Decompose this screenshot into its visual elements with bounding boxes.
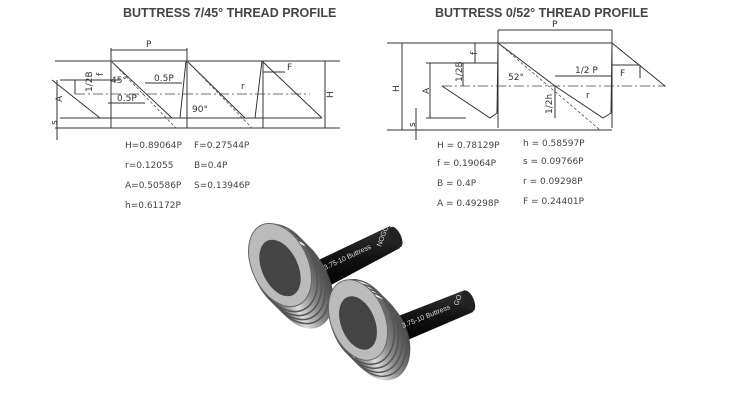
formula: B=0.4P	[194, 161, 228, 171]
left-label-r: r	[241, 82, 245, 92]
formula: f = 0.19064P	[437, 159, 497, 169]
right-formulas: H = 0.78129P h = 0.58597P f = 0.19064P s…	[437, 139, 585, 209]
left-label-f: f	[96, 72, 106, 76]
left-label-F: F	[287, 63, 292, 73]
formula: F = 0.24401P	[523, 197, 585, 207]
right-label-r: r	[586, 91, 590, 101]
right-label-F: F	[620, 69, 625, 79]
right-label-f: f	[470, 51, 480, 55]
right-profile-drawing: P 1/2 P F r 52° H A 1/2B f 1/2h s	[387, 20, 666, 140]
gauge-tag: GO	[453, 294, 463, 307]
right-label-half-p: 1/2 P	[575, 66, 598, 76]
right-label-half-h: 1/2h	[545, 94, 555, 114]
left-label-half-b: 1/2B	[85, 71, 95, 92]
right-label-a: A	[422, 87, 432, 94]
formula: r = 0.09298P	[523, 177, 583, 187]
right-label-s: s	[408, 122, 418, 127]
right-label-half-b: 1/2B	[455, 61, 465, 82]
left-label-s: s	[50, 120, 60, 125]
formula: B = 0.4P	[437, 179, 477, 189]
formula: h=0.61172P	[125, 201, 181, 211]
right-profile-title: BUTTRESS 0/52° THREAD PROFILE	[435, 6, 648, 20]
left-label-0-5p-bottom: 0.5P	[117, 94, 137, 104]
left-formulas: H=0.89064P F=0.27544P r=0.12055 B=0.4P A…	[125, 141, 250, 211]
right-label-h: H	[392, 85, 402, 92]
formula: A = 0.49298P	[437, 199, 500, 209]
formula: s = 0.09766P	[523, 157, 584, 167]
right-thread-profile: BUTTRESS 0/52° THREAD PROFILE P 1/2	[387, 6, 666, 209]
left-thread-profile: BUTTRESS 7/45° THREAD PROFILE P	[50, 6, 340, 211]
formula: H = 0.78129P	[437, 141, 500, 151]
left-label-45: 45°	[111, 76, 127, 86]
formula: A=0.50586P	[125, 181, 182, 191]
left-label-90: 90°	[192, 105, 208, 115]
formula: H=0.89064P	[125, 141, 183, 151]
left-profile-drawing: P 0.5P 0.5P F r 45° 90° 1/2B A f s H	[50, 40, 340, 140]
left-label-0-5p-top: 0.5P	[154, 74, 174, 84]
thread-plug-gauge-nogo: 3.75-10 Buttress NOGO	[248, 222, 403, 329]
left-label-a: A	[55, 95, 65, 102]
left-label-h: H	[326, 91, 336, 98]
formula: r=0.12055	[125, 161, 173, 171]
right-label-p: P	[552, 20, 558, 30]
formula: F=0.27544P	[194, 141, 250, 151]
formula: S=0.13946P	[194, 181, 250, 191]
thread-plug-gauge-go: 3.75-10 Buttress GO	[327, 278, 476, 381]
formula: h = 0.58597P	[523, 139, 585, 149]
right-label-52: 52°	[508, 73, 524, 83]
left-profile-title: BUTTRESS 7/45° THREAD PROFILE	[123, 6, 336, 20]
left-label-p: P	[146, 40, 152, 50]
